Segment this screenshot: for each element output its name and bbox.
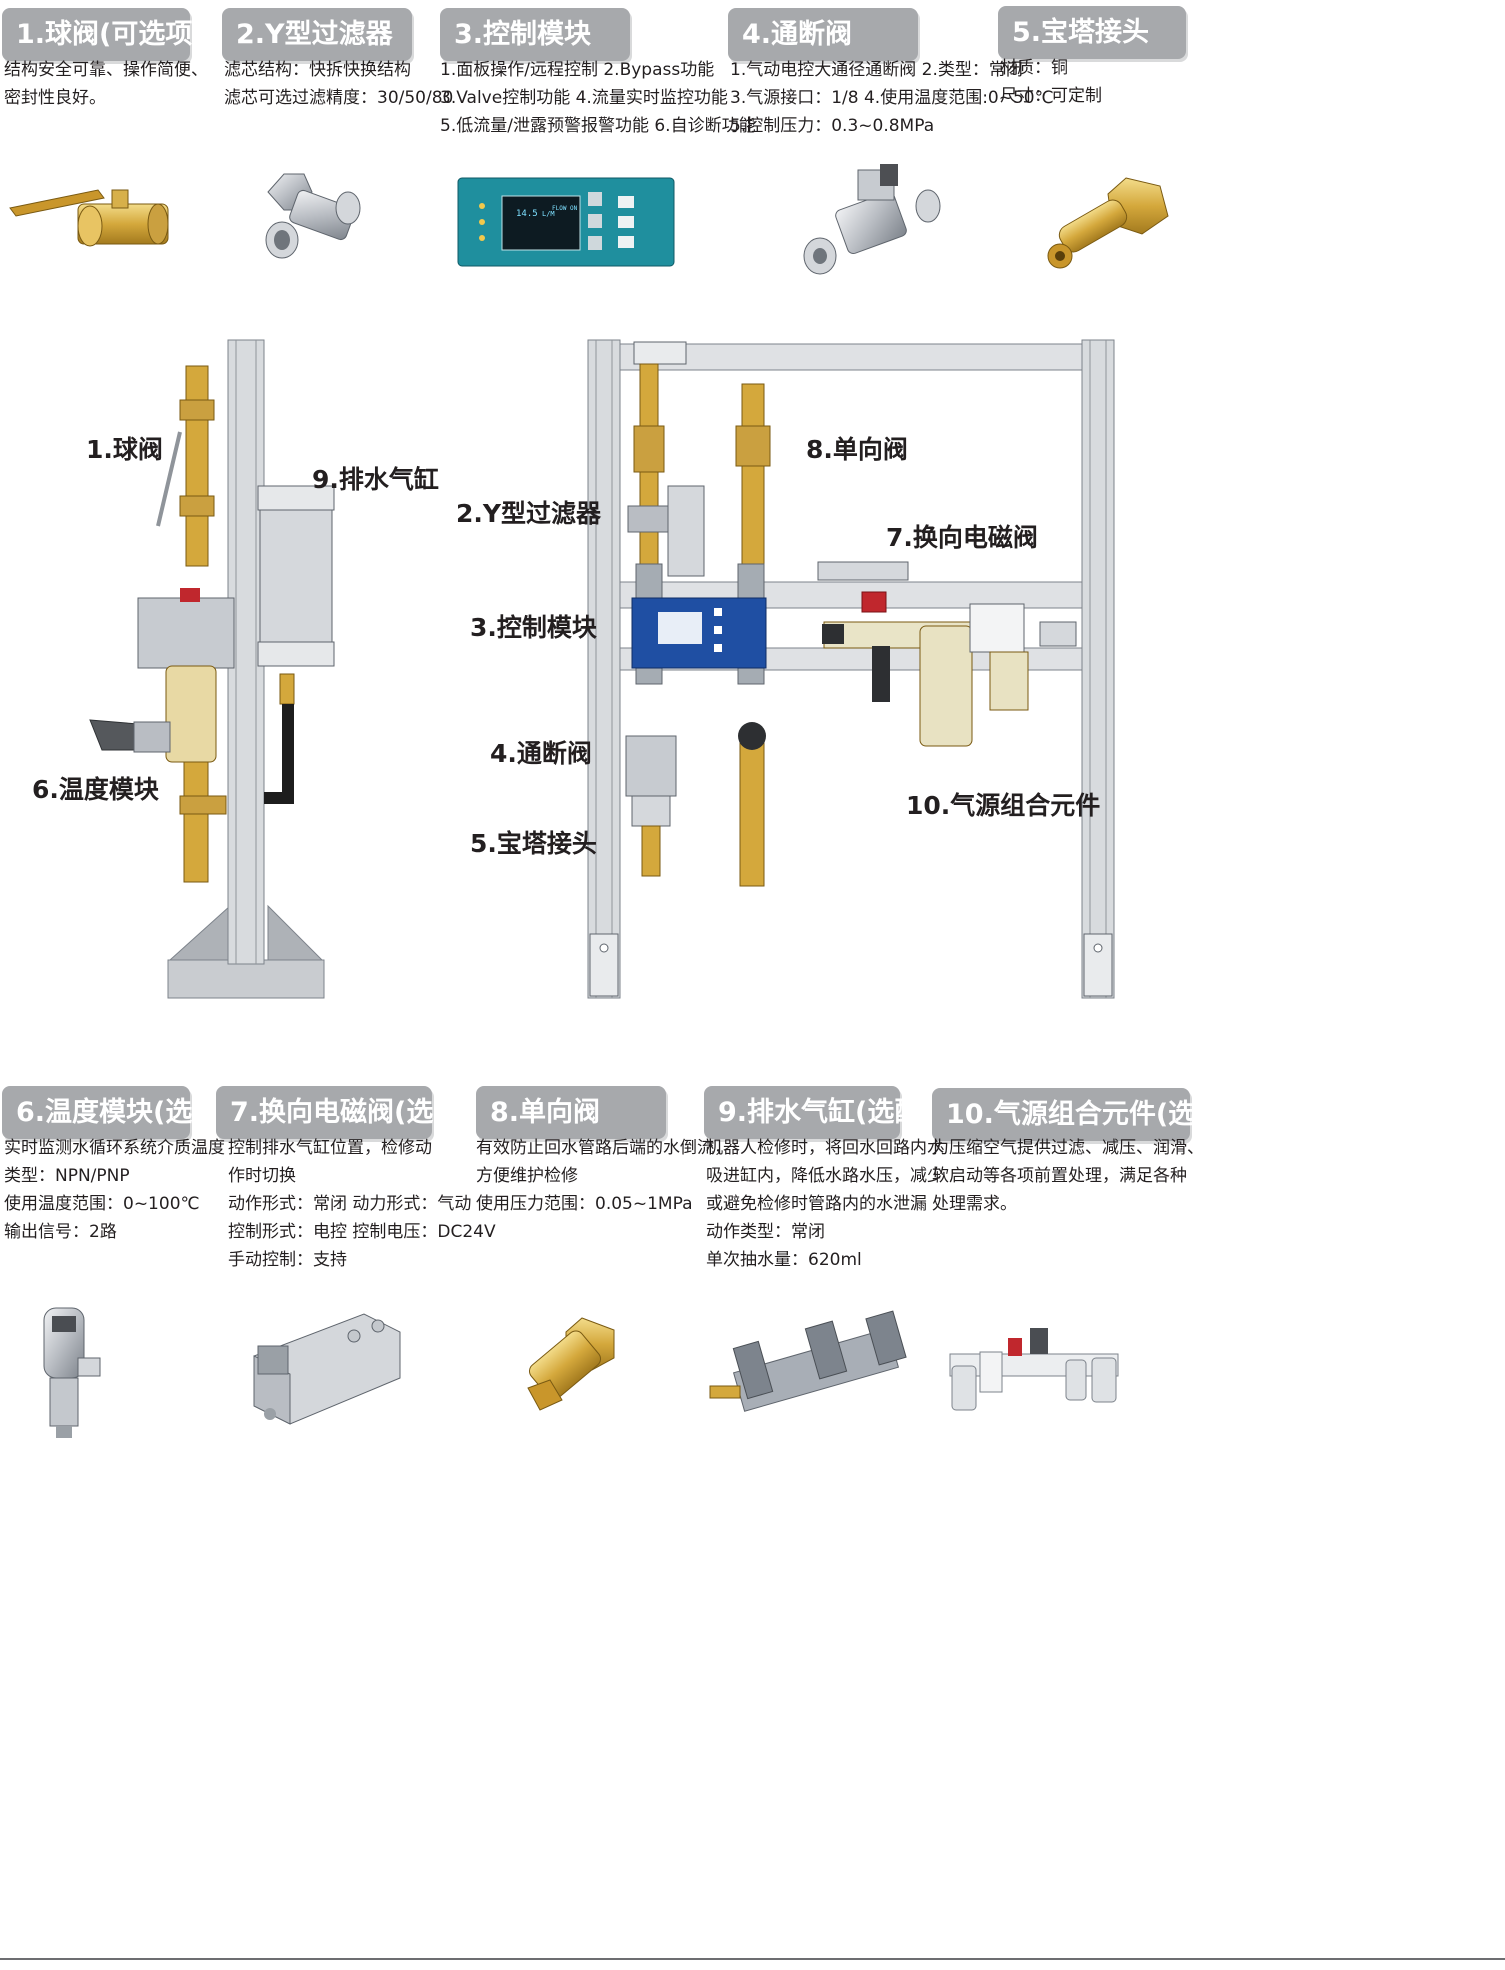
hose-barb-image <box>1047 177 1169 269</box>
label-y-filter: 2.Y型过滤器 <box>456 499 601 528</box>
label-temp-module: 6.温度模块 <box>32 775 159 804</box>
component-desc-y-filter: 滤芯结构：快拆快换结构滤芯可选过滤精度：30/50/80 <box>224 60 454 108</box>
component-desc-hose-barb: 材质：铜尺寸：可定制 <box>1000 58 1102 106</box>
ball-valve-image <box>9 189 169 247</box>
control-module-image: 14.5 L/M FLOW ON <box>457 177 675 267</box>
component-title-drain-cylinder: 9.排水气缸(选配) <box>704 1086 934 1139</box>
label-solenoid-valve: 7.换向电磁阀 <box>886 523 1038 552</box>
component-desc-solenoid-valve: 控制排水气缸位置，检修动作时切换动作形式：常闭 动力形式：气动控制形式：电控 控… <box>228 1138 496 1270</box>
component-title-solenoid-valve: 7.换向电磁阀(选配) <box>216 1086 473 1139</box>
component-desc-drain-cylinder: 机器人检修时，将回水回路内水吸进缸内，降低水路水压，减少或避免检修时管路内的水泄… <box>706 1138 944 1270</box>
bottom-divider <box>0 1958 1505 1960</box>
label-shutoff-valve: 4.通断阀 <box>490 739 592 768</box>
drain-cylinder-image <box>709 1310 907 1412</box>
component-title-y-filter: 2.Y型过滤器 <box>222 8 412 61</box>
check-valve-image <box>527 1317 615 1411</box>
component-title-ball-valve: 1.球阀(可选项) <box>2 8 205 61</box>
air-source-unit-image <box>949 1328 1119 1411</box>
temp-module-image <box>43 1307 101 1438</box>
component-desc-check-valve: 有效防止回水管路后端的水倒流，方便维护检修使用压力范围：0.05~1MPa <box>476 1138 731 1214</box>
y-filter-image <box>265 173 361 259</box>
shutoff-valve-image <box>803 164 941 275</box>
side-view-assembly <box>89 339 335 999</box>
component-title-shutoff-valve: 4.通断阀 <box>728 8 918 61</box>
component-desc-ball-valve: 结构安全可靠、操作简便、密封性良好。 <box>4 60 208 108</box>
panel-mode: FLOW ON <box>552 205 578 212</box>
label-hose-barb: 5.宝塔接头 <box>470 829 597 858</box>
solenoid-valve-image <box>253 1313 401 1425</box>
label-check-valve: 8.单向阀 <box>806 435 908 464</box>
label-drain-cylinder: 9.排水气缸 <box>312 465 439 494</box>
component-title-check-valve: 8.单向阀 <box>476 1086 666 1139</box>
component-title-temp-module: 6.温度模块(选配) <box>2 1086 232 1139</box>
label-control-module: 3.控制模块 <box>470 613 597 642</box>
component-title-hose-barb: 5.宝塔接头 <box>998 6 1186 59</box>
component-desc-air-source-unit: 为压缩空气提供过滤、减压、润滑、软启动等各项前置处理，满足各种处理需求。 <box>932 1138 1204 1214</box>
label-ball-valve: 1.球阀 <box>86 435 163 464</box>
component-title-air-source-unit: 10.气源组合元件(选配) <box>932 1088 1235 1141</box>
component-title-control-module: 3.控制模块 <box>440 8 630 61</box>
panel-flow-unit: L/M <box>542 210 555 218</box>
front-view-assembly <box>587 339 1115 999</box>
panel-flow-value: 14.5 <box>516 209 538 219</box>
label-air-source-unit: 10.气源组合元件 <box>906 791 1101 820</box>
